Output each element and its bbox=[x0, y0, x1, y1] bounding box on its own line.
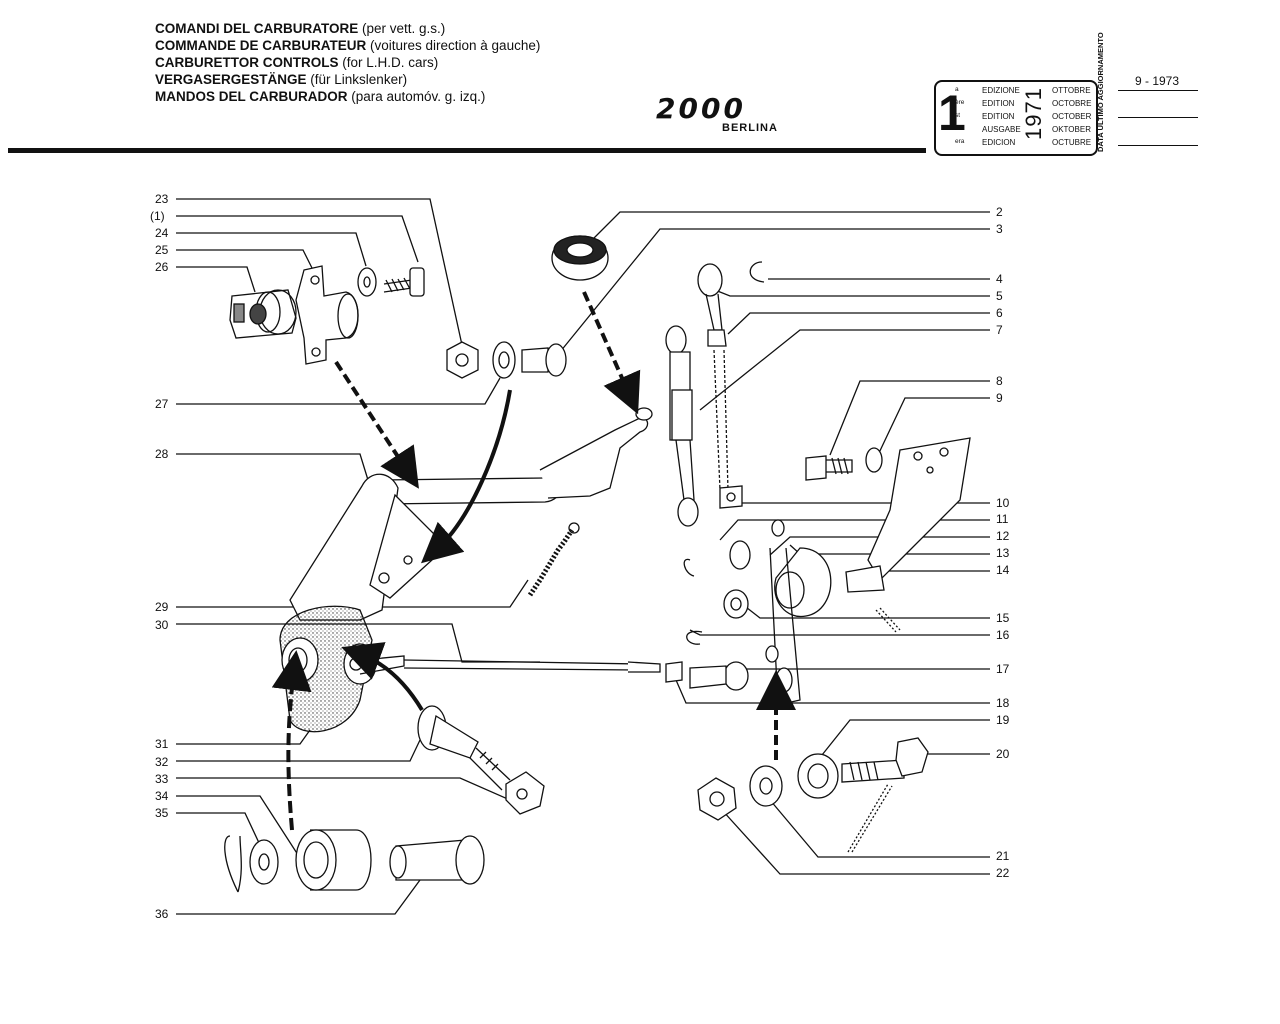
callout-label: 2 bbox=[996, 205, 1003, 219]
model-logo-text: 2000 bbox=[656, 96, 746, 124]
link-rod-assembly-part bbox=[665, 261, 765, 527]
spacer-21 bbox=[749, 765, 783, 807]
bracket-clamp-part bbox=[295, 265, 359, 365]
washer-19 bbox=[797, 753, 839, 799]
update-line bbox=[1118, 117, 1198, 118]
callout-label: 11 bbox=[996, 512, 1009, 526]
callout-label: 18 bbox=[996, 696, 1010, 710]
edition-sup: . bbox=[955, 125, 957, 132]
edition-month: OKTOBER bbox=[1052, 125, 1091, 134]
callout-label: 4 bbox=[996, 272, 1003, 286]
edition-word: EDICION bbox=[982, 138, 1016, 147]
callout-label: 33 bbox=[155, 772, 169, 786]
bushing-pin-parts bbox=[224, 829, 485, 893]
pivot-pin-parts bbox=[417, 705, 545, 815]
castle-nut-22 bbox=[697, 777, 737, 821]
edition-box bbox=[934, 80, 1098, 156]
callout-label: 24 bbox=[155, 226, 169, 240]
small-hardware-top bbox=[357, 267, 567, 379]
callout-label: 13 bbox=[996, 546, 1010, 560]
callout-label: 25 bbox=[155, 243, 169, 257]
callout-label: 23 bbox=[155, 192, 169, 206]
edition-month: OTTOBRE bbox=[1052, 86, 1091, 95]
edition-word: EDITION bbox=[982, 112, 1015, 121]
header-rule bbox=[8, 148, 926, 153]
callout-label: 10 bbox=[996, 496, 1010, 510]
pivot-bolt-parts bbox=[697, 737, 929, 853]
model-logo: 2000 bbox=[656, 96, 746, 124]
callout-label: 36 bbox=[155, 907, 169, 921]
ball-joint-parts bbox=[665, 540, 901, 691]
callout-label: 9 bbox=[996, 391, 1003, 405]
callout-label: 31 bbox=[155, 737, 169, 751]
callout-label: 27 bbox=[155, 397, 169, 411]
control-rod-part bbox=[359, 655, 661, 675]
callout-label: 17 bbox=[996, 662, 1010, 676]
callout-label: 26 bbox=[155, 260, 169, 274]
callout-label: 15 bbox=[996, 611, 1010, 625]
cross-shaft-lever-part bbox=[279, 407, 653, 733]
washer-27 bbox=[492, 341, 516, 379]
edition-number: 1 bbox=[938, 85, 966, 141]
callout-label: 16 bbox=[996, 628, 1010, 642]
callout-label: 19 bbox=[996, 713, 1010, 727]
callout-label: 22 bbox=[996, 866, 1010, 880]
callout-label: 35 bbox=[155, 806, 169, 820]
title-line: COMMANDE DE CARBURATEUR (voitures direct… bbox=[155, 38, 541, 53]
grommet-part bbox=[551, 235, 609, 281]
callout-label: 32 bbox=[155, 755, 169, 769]
callout-label: 28 bbox=[155, 447, 169, 461]
callout-label: 3 bbox=[996, 222, 1003, 236]
callout-label: 12 bbox=[996, 529, 1010, 543]
callout-label: 7 bbox=[996, 323, 1003, 337]
rubber-bush-part bbox=[229, 289, 297, 339]
screw-3 bbox=[521, 347, 549, 373]
update-line bbox=[1118, 90, 1198, 91]
callout-label: 14 bbox=[996, 563, 1010, 577]
washer-35 bbox=[249, 839, 279, 885]
title-line: MANDOS DEL CARBURADOR (para automóv. g. … bbox=[155, 89, 486, 104]
callout-label: 21 bbox=[996, 849, 1010, 863]
edition-sup: a bbox=[955, 86, 959, 93]
edition-sup: ère bbox=[955, 99, 965, 106]
bolt-washer-right bbox=[805, 447, 883, 481]
callout-label: 20 bbox=[996, 747, 1010, 761]
edition-word: EDIZIONE bbox=[982, 86, 1020, 95]
ball-joint-17 bbox=[723, 661, 749, 691]
assembly-arrows bbox=[271, 291, 796, 831]
edition-sup: era bbox=[955, 138, 965, 145]
edition-sup: st bbox=[955, 112, 961, 119]
title-line: CARBURETTOR CONTROLS (for L.H.D. cars) bbox=[155, 55, 439, 70]
nut-23 bbox=[446, 341, 479, 379]
edition-word: EDITION bbox=[982, 99, 1015, 108]
callout-label: 8 bbox=[996, 374, 1003, 388]
update-date: 9 - 1973 bbox=[1135, 74, 1180, 88]
edition-month: OCTUBRE bbox=[1052, 138, 1092, 147]
spring-part bbox=[527, 522, 580, 597]
model-subtitle: BERLINA bbox=[722, 122, 778, 134]
update-line bbox=[1118, 145, 1198, 146]
edition-month: OCTOBER bbox=[1052, 112, 1092, 121]
callout-label: 5 bbox=[996, 289, 1003, 303]
edition-word: AUSGABE bbox=[982, 125, 1021, 134]
title-block: COMANDI DEL CARBURATORE (per vett. g.s.)… bbox=[155, 20, 540, 105]
edition-month: OCTOBRE bbox=[1052, 99, 1092, 108]
washer-24 bbox=[357, 267, 377, 297]
callout-label: 34 bbox=[155, 789, 169, 803]
nut-18 bbox=[665, 661, 683, 683]
callout-label: 6 bbox=[996, 306, 1003, 320]
title-line: VERGASERGESTÄNGE (für Linkslenker) bbox=[155, 72, 408, 87]
title-line: COMANDI DEL CARBURATORE (per vett. g.s.) bbox=[155, 21, 446, 36]
callout-label: (1) bbox=[150, 209, 165, 223]
callout-label: 29 bbox=[155, 600, 169, 614]
callout-label: 30 bbox=[155, 618, 169, 632]
